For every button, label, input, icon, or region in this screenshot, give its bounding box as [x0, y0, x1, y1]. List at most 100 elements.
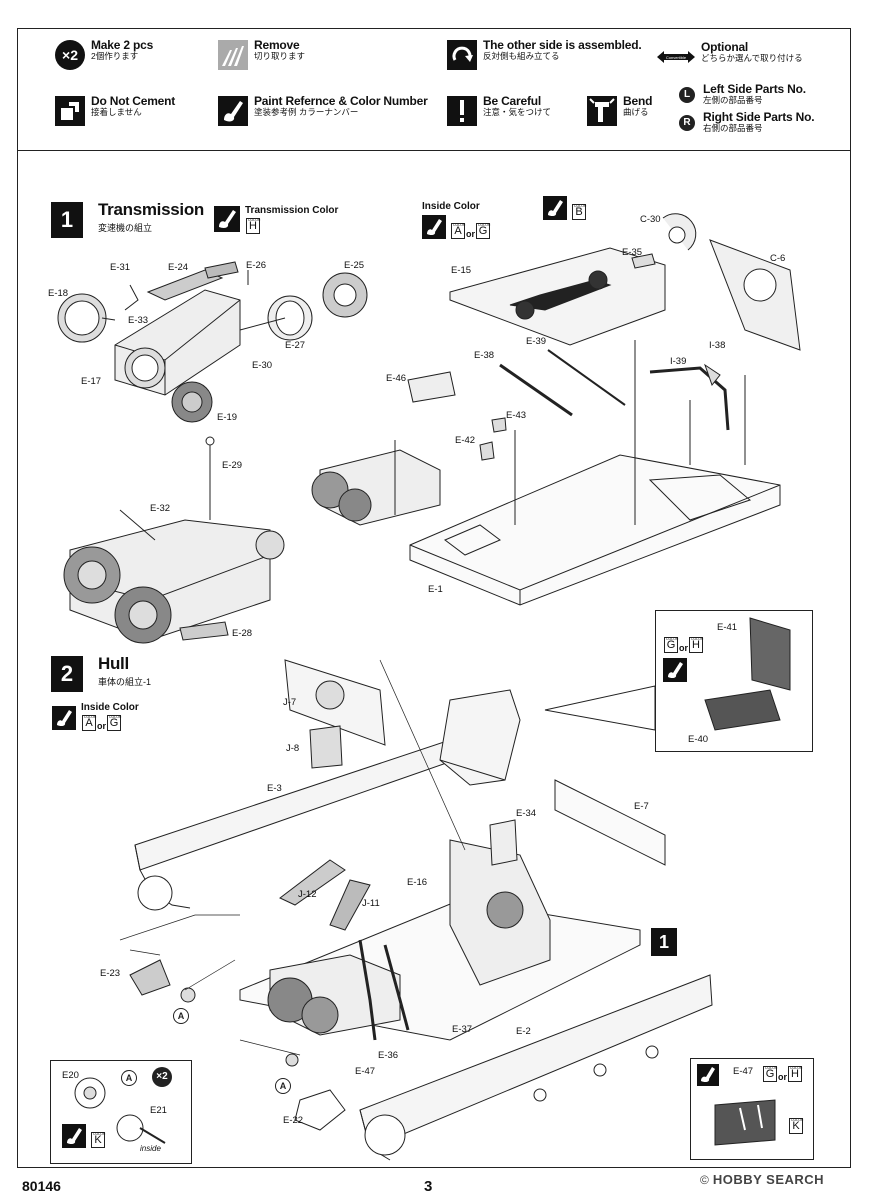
- hull-side-panel-left: [129, 659, 456, 1003]
- step-1-title: Transmission: [98, 200, 204, 219]
- make2-jp: 2個作ります: [91, 51, 139, 61]
- part-label: E-29: [222, 460, 243, 471]
- inset-x2-badge: ×2: [152, 1066, 172, 1087]
- step-1-paint-icon: [214, 206, 240, 237]
- part-label: E-7: [634, 801, 649, 812]
- transmission-assembly-bottom: [63, 436, 285, 644]
- inset-right-part: [714, 1099, 776, 1146]
- paint-ref-label: Paint Refernce & Color Number: [254, 94, 428, 108]
- inset-inside-label: inside: [140, 1144, 161, 1153]
- part-label: E-16: [407, 877, 428, 888]
- part-label: E-41: [717, 622, 738, 633]
- legend-left-parts: L Left Side Parts No.左側の部品番号: [679, 82, 806, 106]
- part-label: E-39: [526, 336, 547, 347]
- inset-right-part-label: E-47: [733, 1066, 754, 1077]
- part-label: C-6: [770, 253, 786, 264]
- part-label: E-1: [428, 584, 443, 595]
- hull-floor-plate: [311, 213, 801, 606]
- step-2-jp: 車体の組立-1: [98, 677, 152, 687]
- exclamation-icon: [447, 96, 477, 126]
- part-label: E-36: [378, 1050, 399, 1061]
- part-label: E-31: [110, 262, 131, 273]
- part-label: E-34: [516, 808, 537, 819]
- part-label: E-33: [128, 315, 149, 326]
- make2-icon: ×2: [55, 40, 85, 70]
- no-cement-icon: [55, 96, 85, 126]
- inside-color-label-2: Inside Color: [81, 702, 139, 713]
- remove-label: Remove: [254, 38, 300, 52]
- part-label: E-24: [168, 262, 189, 273]
- part-label: I-39: [670, 356, 687, 367]
- part-label: E-37: [452, 1024, 473, 1035]
- part-label: E-47: [355, 1066, 376, 1077]
- inset-a-badge: A: [121, 1068, 137, 1086]
- hull-interior: [239, 689, 666, 1041]
- part-label: E-15: [451, 265, 472, 276]
- no-cement-jp: 接着しません: [91, 107, 142, 117]
- legend-right-parts: R Right Side Parts No.右側の部品番号: [679, 110, 815, 134]
- no-cement-label: Do Not Cement: [91, 94, 176, 108]
- part-label: E-42: [455, 435, 476, 446]
- inset-left-box: [50, 1060, 192, 1164]
- page-number: 3: [424, 1178, 433, 1195]
- part-label: E-30: [252, 360, 273, 371]
- right-parts-label: Right Side Parts No.: [703, 110, 815, 124]
- remove-jp: 切り取ります: [254, 51, 306, 61]
- seat-callout-box: [655, 610, 813, 752]
- part-label: E-28: [232, 628, 253, 639]
- step-1-jp: 変速機の組立: [98, 223, 153, 233]
- part-label: E-32: [150, 503, 171, 514]
- remove-icon: [218, 40, 248, 70]
- legend-other-side: The other side is assembled.反対側も組み立てる: [447, 38, 642, 70]
- part-label: E-17: [81, 376, 102, 387]
- part-label: E-25: [344, 260, 365, 271]
- watermark: © HOBBY SEARCH: [700, 1172, 824, 1187]
- part-label: E-19: [217, 412, 238, 423]
- inset-right-box: [690, 1058, 814, 1160]
- bend-icon: [587, 96, 617, 126]
- inside-color-label-1: Inside Color: [422, 201, 480, 212]
- page-frame: [17, 28, 851, 1168]
- part-label: E-46: [386, 373, 407, 384]
- right-parts-jp: 右側の部品番号: [703, 123, 763, 133]
- top-plate-paint-icon: [543, 196, 567, 225]
- make2-label: Make 2 pcs: [91, 38, 154, 52]
- inside-color-paint-icon-2: [52, 706, 76, 735]
- part-label: E-18: [48, 288, 69, 299]
- part-label: E-2: [516, 1026, 531, 1037]
- ref-a-badge-2: A: [275, 1076, 291, 1094]
- part-label: E-43: [506, 410, 527, 421]
- part-label: I-38: [709, 340, 726, 351]
- bend-label: Bend: [623, 94, 653, 108]
- other-side-icon: [447, 40, 477, 70]
- part-label: C-30: [640, 214, 661, 225]
- leader-lines: [119, 659, 466, 1056]
- watermark-text: HOBBY SEARCH: [712, 1172, 825, 1187]
- inset-right-paint-icon: [697, 1064, 719, 1091]
- left-parts-label: Left Side Parts No.: [703, 82, 806, 96]
- paint-ref-jp: 塗装参考例 カラーナンバー: [254, 107, 359, 117]
- part-label: E-40: [688, 734, 709, 745]
- other-side-label: The other side is assembled.: [483, 38, 642, 52]
- part-label: J-8: [286, 743, 300, 754]
- bend-jp: 曲げる: [623, 107, 649, 117]
- seat-paint-icon: [663, 658, 687, 687]
- step-2-number: 2: [51, 656, 83, 692]
- step-2-title: Hull: [98, 654, 129, 673]
- step-1-number: 1: [51, 202, 83, 238]
